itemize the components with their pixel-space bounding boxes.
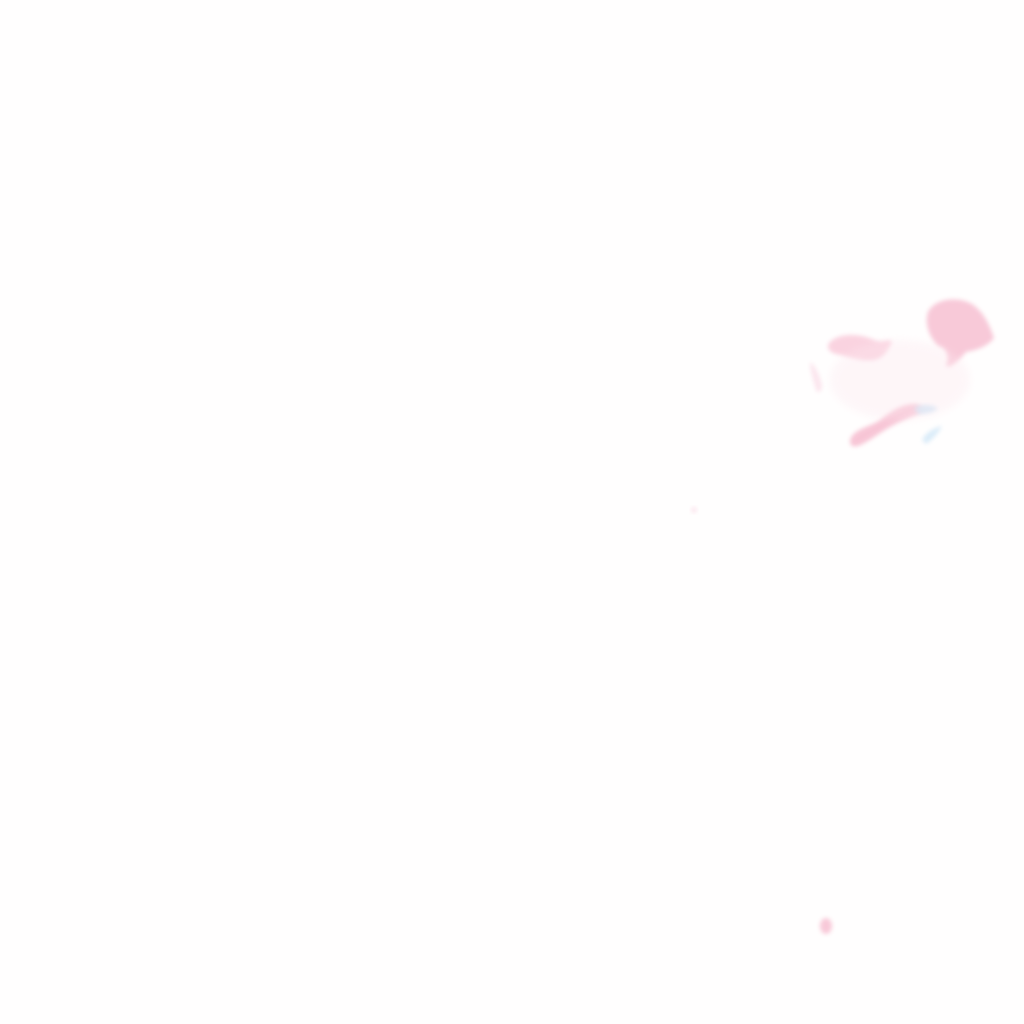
pink-speck-center xyxy=(691,507,697,513)
pink-streak-small xyxy=(810,362,822,393)
pink-haze xyxy=(830,340,970,420)
pink-blot-top-right xyxy=(926,299,994,367)
pink-droplet-bottom xyxy=(820,918,832,934)
blue-accent-2 xyxy=(922,426,942,444)
